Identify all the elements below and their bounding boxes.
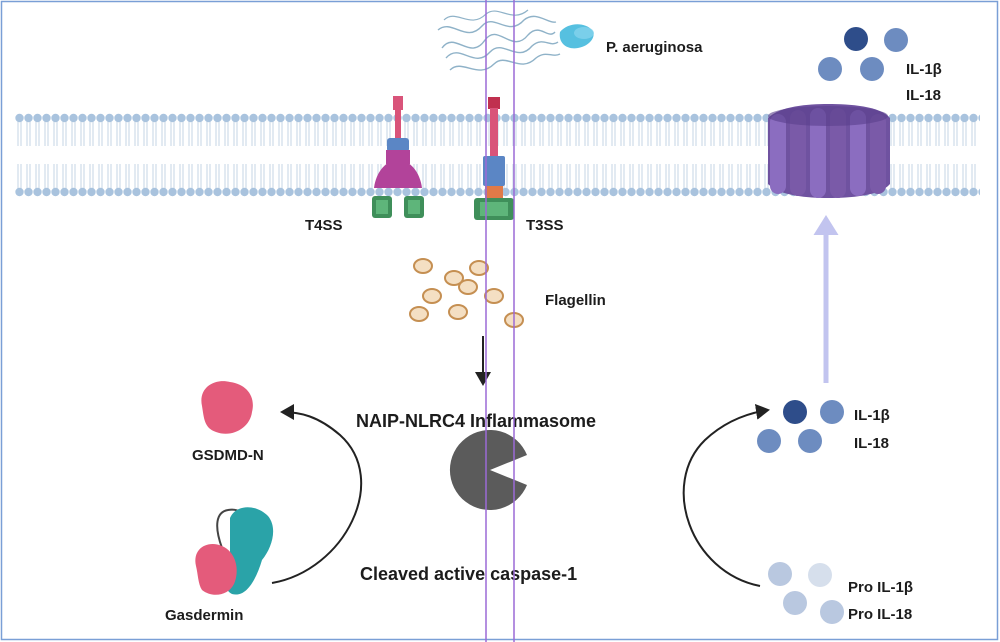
- gsdmd-n-label: GSDMD-N: [192, 447, 264, 464]
- released-cytokines: [818, 27, 908, 81]
- bacterium-icon: [437, 9, 594, 71]
- inflammasome-label: NAIP-NLRC4 Inflammasome: [356, 411, 596, 431]
- gasdermin-icon: [195, 507, 274, 595]
- gasdermin-label: Gasdermin: [165, 607, 243, 624]
- gasdermin-cleavage-arrow: [271, 404, 363, 584]
- released-il18-label: IL-18: [906, 87, 941, 104]
- caspase-icon: [449, 429, 527, 510]
- gsdmd-n-icon: [201, 381, 253, 434]
- bacterium-label: P. aeruginosa: [606, 39, 703, 56]
- t3ss-icon: [474, 97, 514, 220]
- pro-il18-label: Pro IL-18: [848, 606, 912, 623]
- t4ss-icon: [372, 96, 424, 218]
- il-maturation-arrow: [682, 403, 770, 587]
- pro-il1b-label: Pro IL-1β: [848, 579, 913, 596]
- t3ss-label: T3SS: [526, 217, 564, 234]
- mature-il1b-label: IL-1β: [854, 407, 890, 424]
- caspase-label: Cleaved active caspase-1: [360, 564, 577, 584]
- pro-cytokines: [768, 562, 844, 624]
- gasdermin-pore-icon: [768, 104, 890, 198]
- flagellin-molecules: [409, 258, 524, 328]
- released-il1b-label: IL-1β: [906, 61, 942, 78]
- mature-cytokines: [757, 400, 844, 453]
- mature-il18-label: IL-18: [854, 435, 889, 452]
- flagellin-label: Flagellin: [545, 292, 606, 309]
- t4ss-label: T4SS: [305, 217, 343, 234]
